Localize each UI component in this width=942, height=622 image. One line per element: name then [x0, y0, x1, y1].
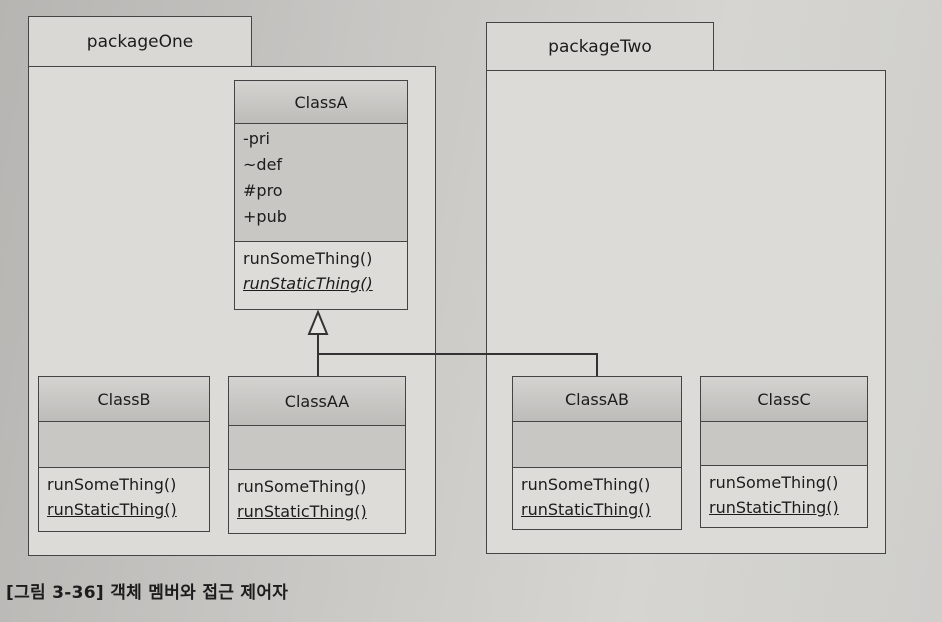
operation-run-some-thing: runSomeThing() [47, 475, 177, 494]
operation-run-static-thing: runStaticThing() [47, 500, 177, 519]
operation-run-static-thing: runStaticThing() [237, 502, 367, 521]
generalization-arrowhead [307, 309, 329, 335]
class-b: ClassB runSomeThing() runStaticThing() [38, 376, 210, 532]
class-b-name: ClassB [39, 377, 209, 422]
class-c-attributes [701, 422, 867, 466]
class-b-operations: runSomeThing() runStaticThing() [39, 468, 209, 531]
operation-run-some-thing: runSomeThing() [709, 473, 839, 492]
operation-run-some-thing: runSomeThing() [243, 249, 373, 268]
attribute-protected: #pro [243, 181, 283, 200]
class-aa: ClassAA runSomeThing() runStaticThing() [228, 376, 406, 534]
package-one-name: packageOne [86, 32, 194, 52]
class-aa-operations: runSomeThing() runStaticThing() [229, 470, 405, 533]
class-c-operations: runSomeThing() runStaticThing() [701, 466, 867, 527]
class-c-name: ClassC [701, 377, 867, 422]
package-one-tab: packageOne [28, 16, 252, 68]
class-aa-name: ClassAA [229, 377, 405, 426]
class-ab-operations: runSomeThing() runStaticThing() [513, 468, 681, 529]
class-a-name: ClassA [235, 81, 407, 124]
operation-run-static-thing: runStaticThing() [709, 498, 839, 517]
attribute-public: +pub [243, 207, 287, 226]
operation-run-static-thing: runStaticThing() [243, 274, 373, 293]
class-ab: ClassAB runSomeThing() runStaticThing() [512, 376, 682, 530]
figure-caption: [그림 3-36] 객체 멤버와 접근 제어자 [6, 583, 289, 603]
operation-run-some-thing: runSomeThing() [237, 477, 367, 496]
class-a-operations: runSomeThing() runStaticThing() [235, 242, 407, 309]
package-two-tab: packageTwo [486, 22, 714, 72]
class-ab-name: ClassAB [513, 377, 681, 422]
class-aa-attributes [229, 426, 405, 470]
attribute-default: ~def [243, 155, 283, 174]
generalization-line-ab [318, 353, 598, 376]
operation-run-some-thing: runSomeThing() [521, 475, 651, 494]
class-c: ClassC runSomeThing() runStaticThing() [700, 376, 868, 528]
class-ab-attributes [513, 422, 681, 468]
class-a-attributes: -pri ~def #pro +pub [235, 124, 407, 242]
class-b-attributes [39, 422, 209, 468]
package-two-name: packageTwo [548, 37, 652, 57]
operation-run-static-thing: runStaticThing() [521, 500, 651, 519]
attribute-private: -pri [243, 129, 270, 148]
class-a: ClassA -pri ~def #pro +pub runSomeThing(… [234, 80, 408, 310]
